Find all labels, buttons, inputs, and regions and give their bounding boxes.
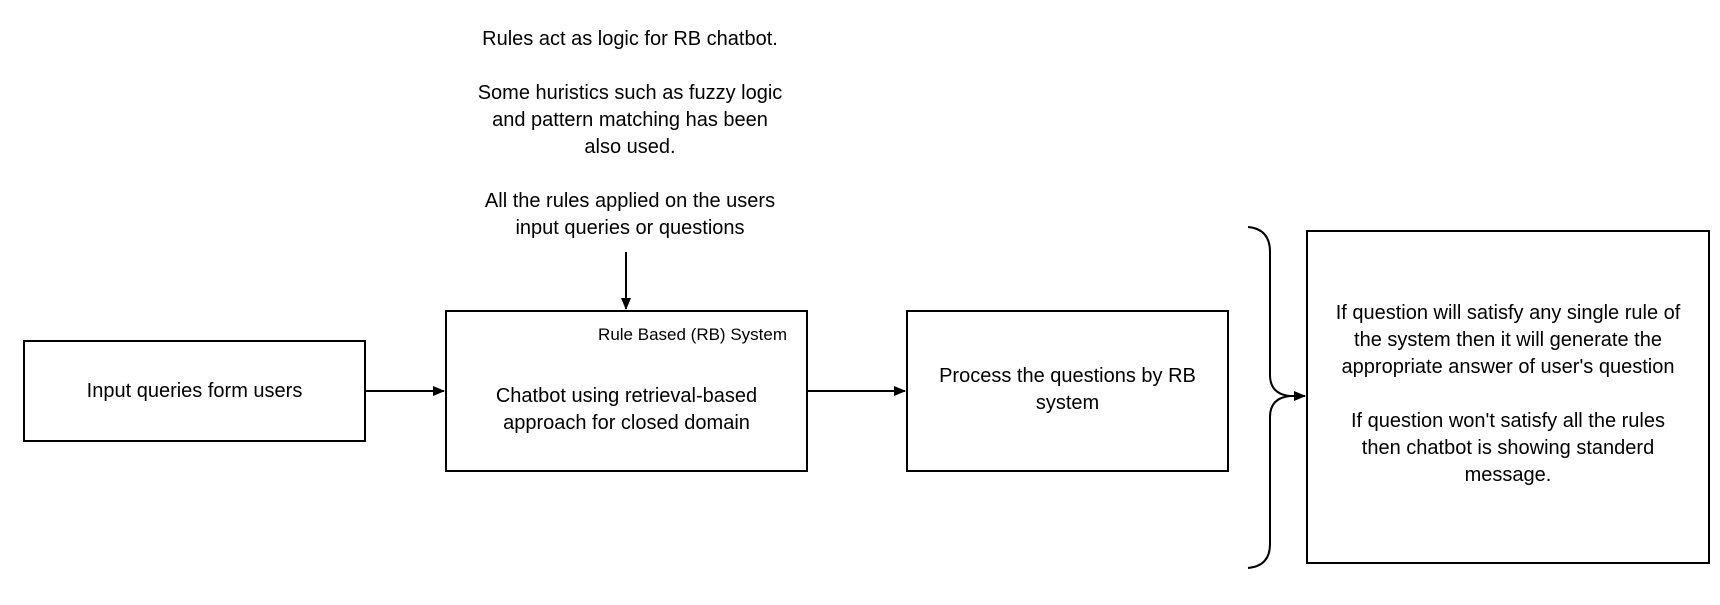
notes-line-5: All the rules applied on the users bbox=[484, 190, 776, 212]
process-line-1: Process the questions by RB bbox=[939, 365, 1196, 387]
outcome-line-2: the system then it will generate the bbox=[1354, 329, 1662, 351]
outcome-line-4: If question won't satisfy all the rules bbox=[1351, 410, 1665, 432]
input-queries-label: Input queries form users bbox=[86, 380, 303, 402]
process-line-2: system bbox=[1035, 392, 1100, 414]
outcome-line-3: appropriate answer of user's question bbox=[1341, 356, 1675, 378]
rb-system-line-2: approach for closed domain bbox=[503, 412, 750, 434]
rb-system-header: Rule Based (RB) System bbox=[598, 325, 787, 344]
process-questions-text: Process the questions by RB system bbox=[908, 363, 1227, 417]
rb-system-box: Rule Based (RB) System Chatbot using ret… bbox=[445, 310, 808, 472]
outcome-box: If question will satisfy any single rule… bbox=[1306, 230, 1710, 564]
notes-line-6: input queries or questions bbox=[515, 217, 745, 239]
notes-line-2: Some huristics such as fuzzy logic bbox=[477, 82, 783, 104]
outcome-text: If question will satisfy any single rule… bbox=[1308, 300, 1708, 489]
notes-line-4: also used. bbox=[584, 136, 676, 158]
rb-system-description: Chatbot using retrieval-based approach f… bbox=[447, 383, 806, 437]
notes-line-1: Rules act as logic for RB chatbot. bbox=[482, 28, 778, 50]
process-questions-box: Process the questions by RB system bbox=[906, 310, 1229, 472]
rules-notes: Rules act as logic for RB chatbot. Some … bbox=[420, 26, 840, 242]
outcome-line-5: then chatbot is showing standerd bbox=[1361, 437, 1655, 459]
input-queries-box: Input queries form users bbox=[23, 340, 366, 442]
outcome-line-6: message. bbox=[1464, 464, 1552, 486]
curly-brace bbox=[1247, 226, 1291, 569]
rb-system-line-1: Chatbot using retrieval-based bbox=[495, 385, 758, 407]
notes-line-3: and pattern matching has been bbox=[492, 109, 768, 131]
outcome-line-1: If question will satisfy any single rule… bbox=[1335, 302, 1681, 324]
